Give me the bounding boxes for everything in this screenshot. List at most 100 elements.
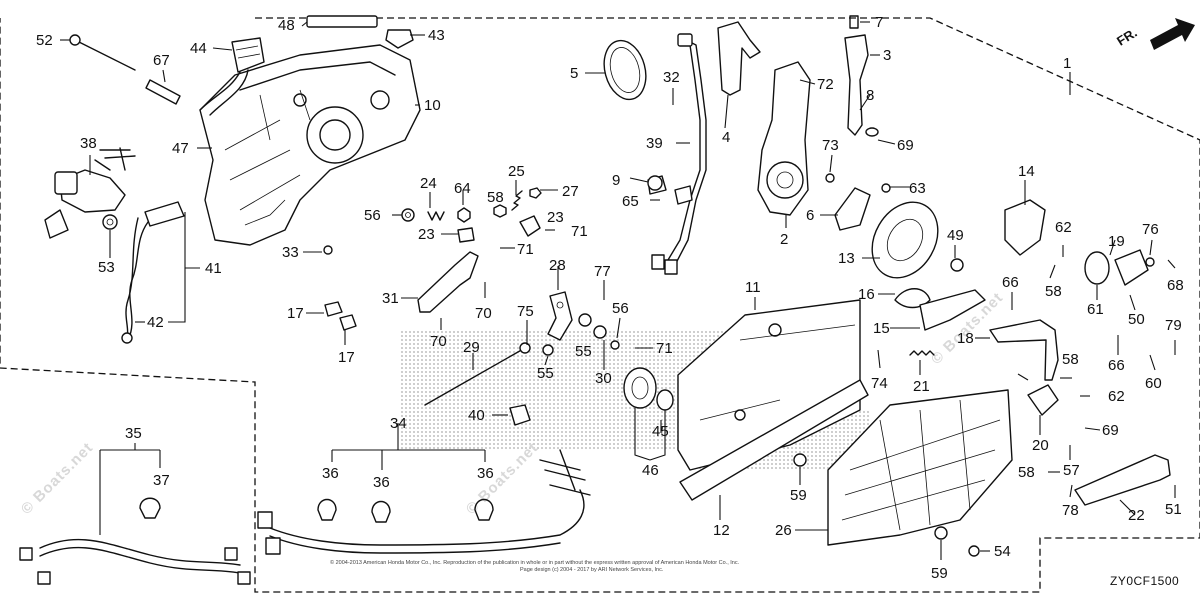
part-36-drawing [474,498,494,521]
part-23-drawing [457,227,475,243]
part-4-drawing [717,21,761,96]
callout-62: 62 [1055,219,1072,236]
callout-63: 63 [909,180,926,197]
callout-70: 70 [475,305,492,322]
callout-78: 78 [1062,502,1079,519]
callout-79: 79 [1165,317,1182,334]
part-3-8-drawing [844,34,869,136]
part-22-drawing [1074,454,1171,506]
callout-2: 2 [780,231,788,248]
callout-54: 54 [994,543,1011,560]
callout-31: 31 [382,290,399,307]
callout-58: 58 [1062,351,1079,368]
part-21-drawing [909,350,935,356]
callout-18: 18 [957,330,974,347]
callout-73: 73 [822,137,839,154]
callout-36: 36 [477,465,494,482]
callout-57: 57 [1063,462,1080,479]
part-14-drawing [1004,199,1046,256]
part-13-drawing [871,201,939,279]
part-24-drawing [427,211,445,221]
callout-40: 40 [468,407,485,424]
callout-37: 37 [153,472,170,489]
part-19-drawing [1114,249,1149,286]
callout-58: 58 [1045,283,1062,300]
part-44-drawing [199,37,265,116]
callout-12: 12 [713,522,730,539]
callout-36: 36 [322,465,339,482]
callout-47: 47 [172,140,189,157]
part-17-drawing [339,314,357,331]
part-45-46-drawing [623,367,674,411]
callout-58: 58 [1018,464,1035,481]
callout-17: 17 [338,349,355,366]
callout-49: 49 [947,227,964,244]
part-25-drawing [511,190,523,211]
part-64-drawing [457,207,471,223]
part-58-drawing [493,204,507,218]
callout-11: 11 [745,279,761,296]
part-55-drawing [578,313,592,327]
callout-28: 28 [549,257,566,274]
part-56-drawing [401,208,415,222]
callout-55: 55 [575,343,592,360]
leader-lines [60,21,1176,560]
part-16-drawing [894,288,931,309]
callout-46: 46 [642,462,659,479]
part-30-drawing [593,325,607,339]
part-40-drawing [509,404,531,426]
part-12-drawing [679,379,869,501]
part-35-drawing [19,538,251,585]
part-17-drawing [324,301,343,317]
part-61-drawing [1084,251,1110,285]
callout-36: 36 [373,474,390,491]
callout-53: 53 [98,259,115,276]
callout-20: 20 [1032,437,1049,454]
callout-71: 71 [571,223,588,240]
part-53-drawing [102,214,118,230]
callout-38: 38 [80,135,97,152]
part-54-drawing [968,545,980,557]
callout-59: 59 [790,487,807,504]
part-31-drawing [417,251,479,313]
callout-69: 69 [1102,422,1119,439]
callout-48: 48 [278,17,295,34]
callout-74: 74 [871,375,888,392]
callout-68: 68 [1167,277,1184,294]
callout-35: 35 [125,425,142,442]
part-37-drawing [139,497,161,519]
part-18-drawing [989,319,1059,381]
callout-41: 41 [205,260,222,277]
callout-23: 23 [547,209,564,226]
callout-42: 42 [147,314,164,331]
part-28-drawing [547,291,573,341]
callout-7: 7 [875,14,883,31]
part-26-drawing [827,389,1013,546]
callout-61: 61 [1087,301,1104,318]
part-48-drawing [306,15,378,28]
shaded-area [400,330,730,450]
callout-51: 51 [1165,501,1182,518]
callout-5: 5 [570,65,578,82]
callout-4: 4 [722,129,730,146]
part-34-drawing [257,449,591,555]
part-69-drawing [865,127,879,137]
callout-66: 66 [1002,274,1019,291]
callout-30: 30 [595,370,612,387]
callout-64: 64 [454,180,471,197]
callout-3: 3 [883,47,891,64]
part-43-drawing [385,29,414,49]
part-73-drawing [825,173,835,183]
callout-72: 72 [817,76,834,93]
callout-60: 60 [1145,375,1162,392]
part-2-drawing [757,61,811,216]
part-55-drawing [542,344,554,356]
callout-24: 24 [420,175,437,192]
callout-58: 58 [487,189,504,206]
callout-29: 29 [463,339,480,356]
callout-19: 19 [1108,233,1125,250]
part-59-drawing [934,526,948,540]
copyright-note: © 2004-2013 American Honda Motor Co., In… [330,560,740,566]
